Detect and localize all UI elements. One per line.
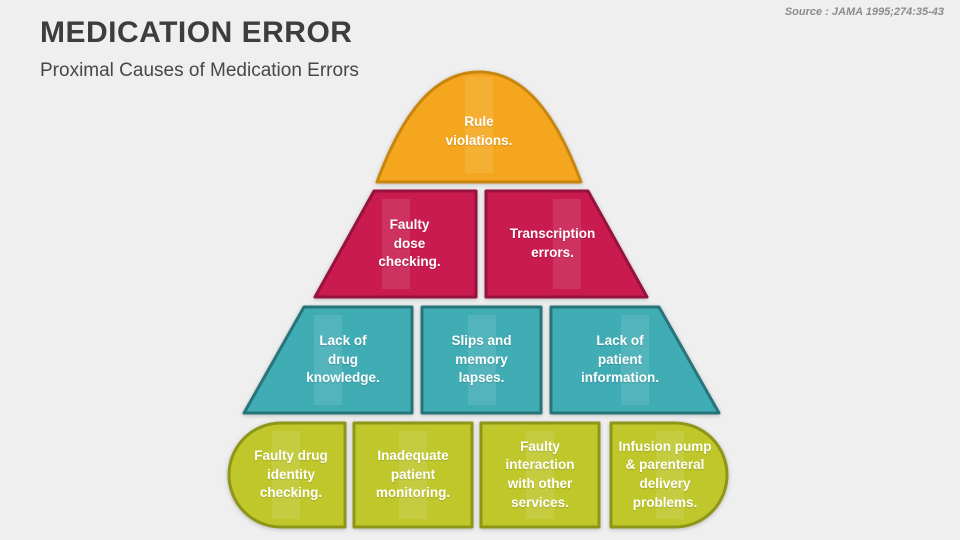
block-label: Lack of drug knowledge. bbox=[306, 333, 380, 386]
pyramid-block-inadequate-patient-monitoring: Inadequate patient monitoring. bbox=[352, 421, 474, 529]
block-label: Infusion pump & parenteral delivery prob… bbox=[618, 438, 712, 510]
rectangle-path bbox=[352, 421, 474, 529]
block-label: Lack of patient information. bbox=[581, 333, 659, 386]
rounded-right-shape bbox=[609, 421, 729, 529]
pyramid-block-rule-violations: Rule violations. bbox=[373, 66, 585, 184]
trapezoid-path bbox=[549, 305, 721, 415]
rectangle-path bbox=[479, 421, 601, 529]
block-label: Faulty interaction with other services. bbox=[505, 438, 575, 510]
rectangle-shape bbox=[420, 305, 543, 415]
pyramid-block-transcription-errors: Transcription errors. bbox=[484, 189, 649, 299]
page-subtitle: Proximal Causes of Medication Errors bbox=[40, 60, 359, 81]
pyramid-block-slips-and-memory-lapses: Slips and memory lapses. bbox=[420, 305, 543, 415]
block-label: Inadequate patient monitoring. bbox=[375, 448, 451, 501]
trapezoid-left-shape bbox=[242, 305, 414, 415]
block-label: Faulty dose checking. bbox=[378, 217, 441, 270]
rounded-left-path bbox=[227, 421, 347, 529]
trapezoid-path bbox=[313, 189, 478, 299]
block-label: Transcription errors. bbox=[509, 226, 596, 260]
rectangle-path bbox=[420, 305, 543, 415]
rounded-right-path bbox=[609, 421, 729, 529]
block-label: Faulty drug identity checking. bbox=[254, 448, 328, 501]
trapezoid-right-shape bbox=[484, 189, 649, 299]
source-citation: Source : JAMA 1995;274:35-43 bbox=[784, 6, 944, 18]
page-title: MEDICATION ERROR bbox=[40, 16, 353, 49]
pyramid-block-lack-of-drug-knowledge: Lack of drug knowledge. bbox=[242, 305, 414, 415]
pyramid-block-faulty-interaction-with-other-services: Faulty interaction with other services. bbox=[479, 421, 601, 529]
block-label: Rule violations. bbox=[445, 114, 513, 148]
pyramid-block-faulty-dose-checking: Faulty dose checking. bbox=[313, 189, 478, 299]
trapezoid-right-shape bbox=[549, 305, 721, 415]
rectangle-shape bbox=[479, 421, 601, 529]
trapezoid-path bbox=[242, 305, 414, 415]
trapezoid-path bbox=[484, 189, 649, 299]
rounded-left-shape bbox=[227, 421, 347, 529]
dome-path bbox=[375, 70, 583, 184]
pyramid-block-faulty-drug-identity-checking: Faulty drug identity checking. bbox=[225, 421, 347, 529]
dome-shape bbox=[375, 70, 583, 184]
pyramid-block-infusion-pump-parenteral-delivery-problems: Infusion pump & parenteral delivery prob… bbox=[609, 421, 731, 529]
trapezoid-left-shape bbox=[313, 189, 478, 299]
block-label: Slips and memory lapses. bbox=[451, 333, 512, 386]
rectangle-shape bbox=[352, 421, 474, 529]
pyramid-block-lack-of-patient-information: Lack of patient information. bbox=[549, 305, 721, 415]
